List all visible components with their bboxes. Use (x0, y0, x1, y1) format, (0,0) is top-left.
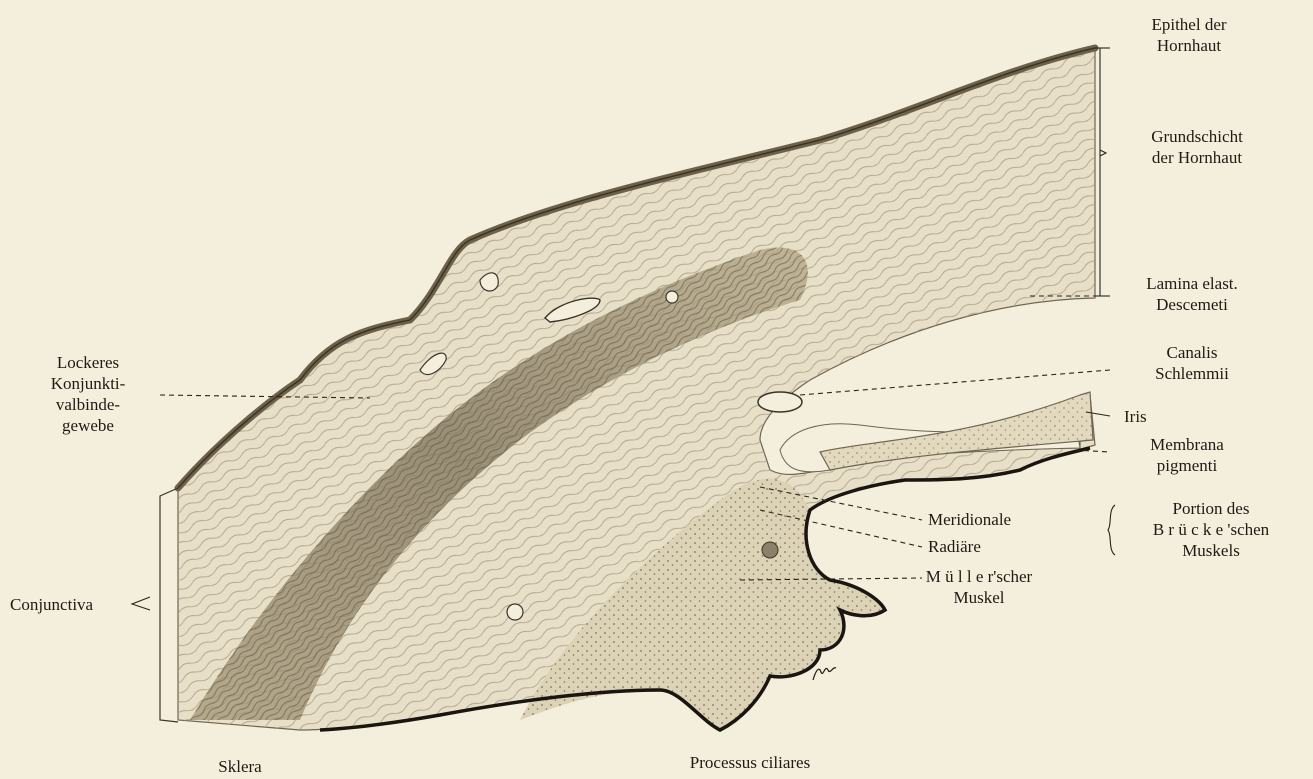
schlemm-canal (758, 392, 802, 412)
label-portion: Portion des B r ü c k e 'schen Muskels (1116, 498, 1306, 561)
label-processus: Processus ciliares (650, 752, 850, 773)
label-mueller: M ü l l e r'scher Muskel (924, 566, 1034, 608)
label-canalis: Canalis Schlemmii (1112, 342, 1272, 384)
label-grundschicht: Grundschicht der Hornhaut (1112, 126, 1282, 168)
label-iris: Iris (1124, 406, 1147, 427)
label-sklera: Sklera (200, 756, 280, 777)
label-epithel: Epithel der Hornhaut (1114, 14, 1264, 56)
label-conjunctiva: Conjunctiva (10, 594, 93, 615)
label-membrana: Membrana pigmenti (1112, 434, 1262, 476)
label-meridionale: Meridionale (928, 509, 1011, 530)
label-lamina: Lamina elast. Descemeti (1112, 273, 1272, 315)
label-lockeres: Lockeres Konjunkti- valbinde- gewebe (18, 352, 158, 436)
artist-signature-mark (810, 660, 840, 686)
label-radiaere: Radiäre (928, 536, 981, 557)
